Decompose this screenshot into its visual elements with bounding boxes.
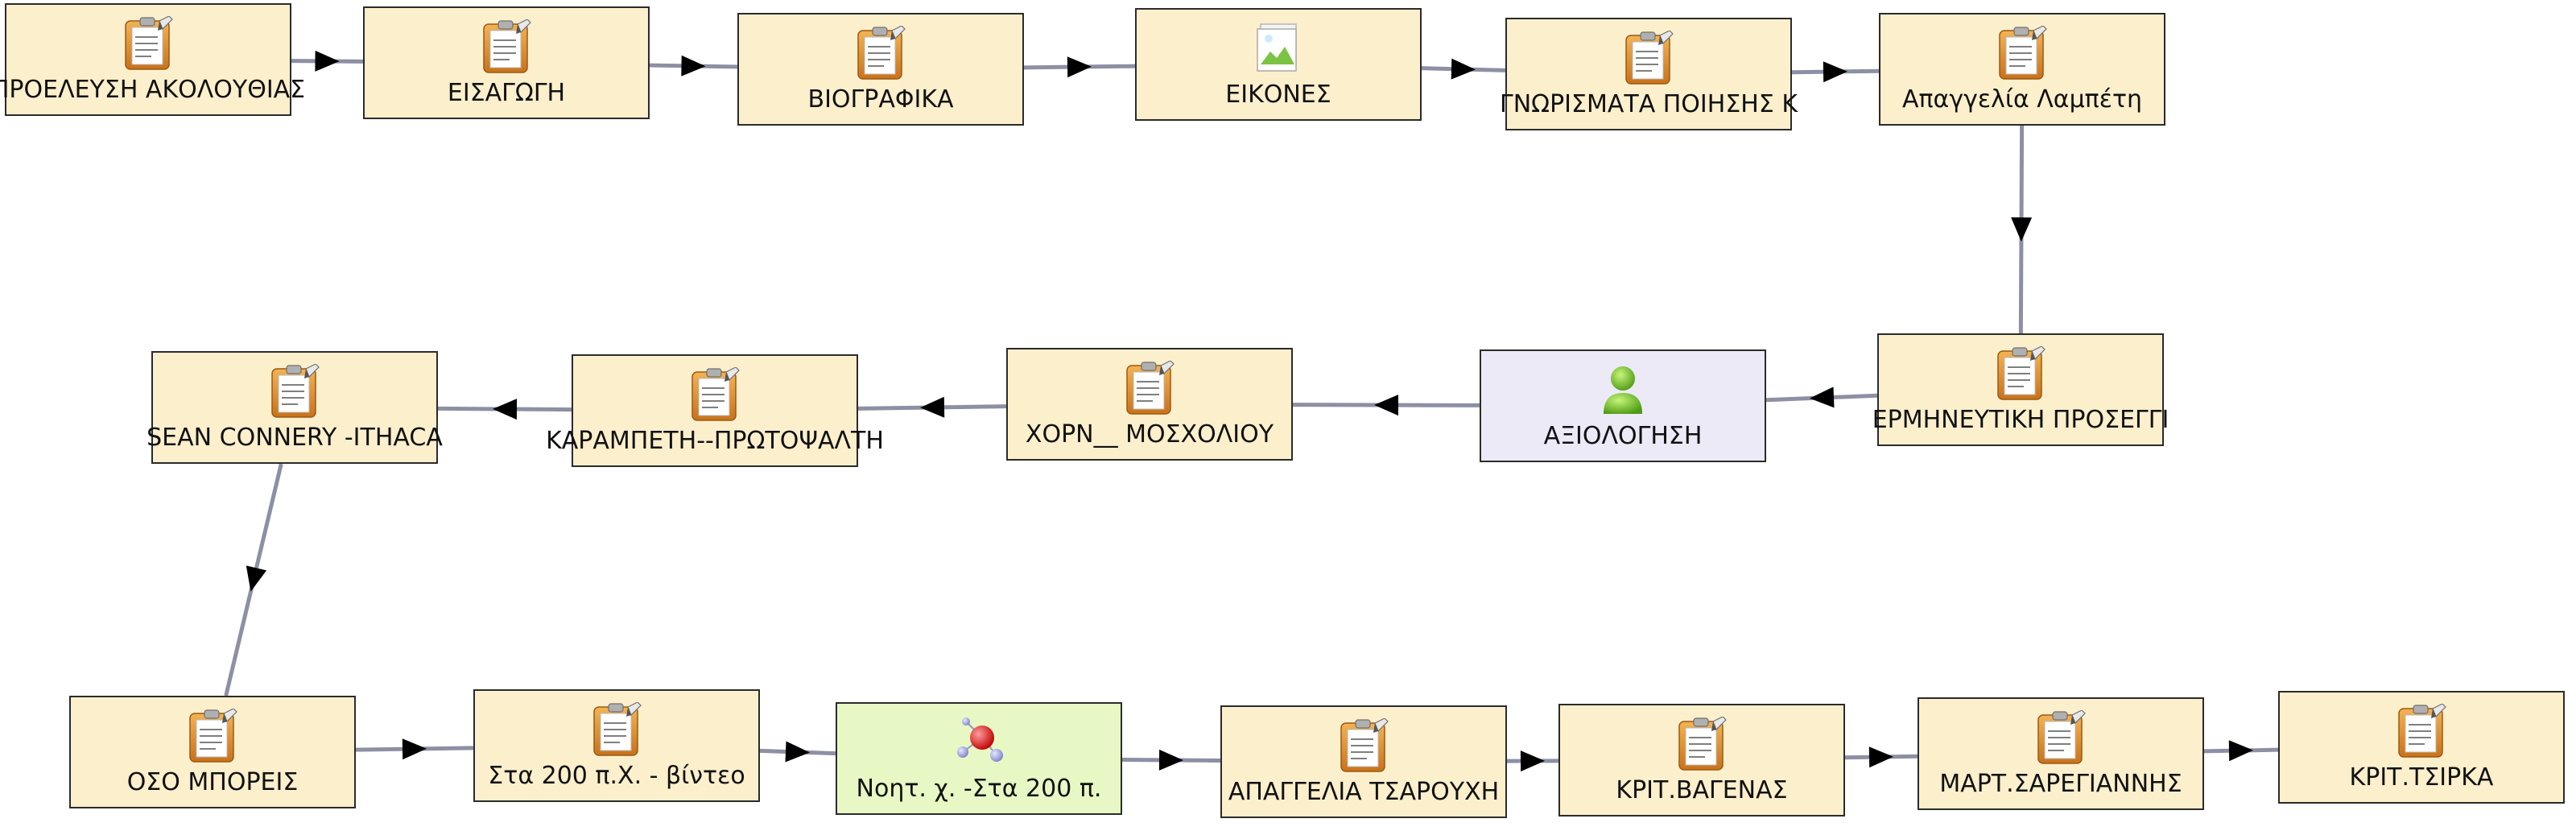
arrowhead	[402, 738, 427, 760]
notepad-icon	[855, 26, 906, 81]
arrowhead	[2011, 217, 2033, 242]
node-sean-connery-ithaca[interactable]: SEAN CONNERY -ITHACA	[147, 351, 443, 464]
edge-n13-n14	[759, 748, 836, 756]
node-label: ΚΡΙΤ.ΒΑΓΕΝΑΣ	[1616, 776, 1788, 804]
node-label: ΕΙΚΟΝΕΣ	[1225, 81, 1331, 109]
notepad-icon	[1124, 361, 1175, 416]
node-apaggelia-tsarouxi[interactable]: ΑΠΑΓΓΕΛΙΑ ΤΣΑΡΟΥΧΗ	[1220, 705, 1507, 818]
node-oso-mporeis[interactable]: ΟΣΟ ΜΠΟΡΕΙΣ	[69, 696, 356, 808]
node-krit-vagenas[interactable]: ΚΡΙΤ.ΒΑΓΕΝΑΣ	[1558, 704, 1845, 817]
notepad-icon	[2396, 704, 2447, 759]
arrowhead	[2228, 740, 2253, 762]
node-label: ΜΑΡΤ.ΣΑΡΕΓΙΑΝΝΗΣ	[1939, 770, 2182, 798]
image-icon	[1253, 21, 1304, 76]
node-label: ΓΝΩΡΙΣΜΑΤΑ ΠΟΙΗΣΗΣ Κ	[1499, 90, 1798, 118]
arrowhead	[1067, 56, 1092, 78]
node-label: Απαγγελία Λαμπέτη	[1901, 85, 2143, 114]
notepad-icon	[591, 702, 642, 757]
edge-n7-n8	[1765, 393, 1878, 403]
edge-n8-n9	[1292, 403, 1480, 407]
node-sta-200-video[interactable]: Στα 200 π.Χ. - βίντεο	[473, 689, 760, 802]
notepad-icon	[1996, 26, 2048, 81]
node-viografika[interactable]: ΒΙΟΓΡΑΦΙΚΑ	[737, 13, 1024, 126]
edge-n10-n11	[437, 406, 572, 412]
node-proeleusi-akolouthias[interactable]: ΠΡΟΕΛΕΥΣΗ ΑΚΟΛΟΥΘΙΑΣ	[0, 3, 305, 116]
arrowhead	[785, 741, 810, 763]
arrowhead	[1520, 750, 1545, 772]
notepad-icon	[1676, 717, 1728, 771]
node-label: ΒΙΟΓΡΑΦΙΚΑ	[807, 85, 954, 114]
arrowhead	[1868, 746, 1893, 768]
node-label: ΚΡΙΤ.ΤΣΙΡΚΑ	[2349, 763, 2494, 792]
edge-n16-n17	[1844, 754, 1918, 760]
notepad-icon	[1995, 346, 2046, 401]
edge-n3-n4	[1023, 64, 1136, 70]
node-karampeti-protopsalti[interactable]: ΚΑΡΑΜΠΕΤΗ--ΠΡΩΤΟΨΑΛΤΗ	[546, 354, 884, 467]
notepad-icon	[689, 367, 741, 422]
node-label: ΧΟΡΝ__ ΜΟΣΧΟΛΙΟΥ	[1025, 420, 1274, 449]
node-label: ΕΡΜΗΝΕΥΤΙΚΗ ΠΡΟΣΕΓΓΙ	[1872, 406, 2169, 434]
arrowhead	[1451, 58, 1476, 80]
arrowhead	[315, 50, 340, 72]
edge-n14-n15	[1121, 757, 1221, 763]
arrowhead	[1374, 395, 1398, 416]
edge-n4-n5	[1421, 66, 1506, 72]
node-label: Στα 200 π.Χ. - βίντεο	[488, 762, 745, 790]
node-krit-tsirka[interactable]: ΚΡΙΤ.ΤΣΙΡΚΑ	[2278, 691, 2565, 804]
notepad-icon	[481, 19, 532, 74]
node-label: Νοητ. χ. -Στα 200 π.	[856, 775, 1102, 803]
arrowhead	[1810, 387, 1835, 408]
node-label: SEAN CONNERY -ITHACA	[147, 424, 443, 452]
node-label: ΑΠΑΓΓΕΛΙΑ ΤΣΑΡΟΥΧΗ	[1228, 778, 1500, 806]
notepad-icon	[269, 364, 320, 419]
node-xorn-mosxoliou[interactable]: ΧΟΡΝ__ ΜΟΣΧΟΛΙΟΥ	[1006, 348, 1293, 461]
edge-n5-n6	[1791, 68, 1880, 75]
edge-n17-n18	[2203, 747, 2279, 754]
node-mart-saregiannis[interactable]: ΜΑΡΤ.ΣΑΡΕΓΙΑΝΝΗΣ	[1918, 697, 2204, 810]
edge-n11-n12	[224, 463, 283, 697]
node-eisagogi[interactable]: ΕΙΣΑΓΩΓΗ	[363, 6, 650, 119]
node-ermineutiki-prosegisi[interactable]: ΕΡΜΗΝΕΥΤΙΚΗ ΠΡΟΣΕΓΓΙ	[1872, 333, 2169, 446]
arrowhead	[1158, 749, 1183, 771]
node-eikones[interactable]: ΕΙΚΟΝΕΣ	[1135, 8, 1422, 121]
arrowhead	[681, 55, 706, 76]
node-noit-xartis-sta-200[interactable]: Νοητ. χ. -Στα 200 π.	[836, 702, 1122, 815]
arrowhead	[246, 565, 267, 592]
node-label: ΠΡΟΕΛΕΥΣΗ ΑΚΟΛΟΥΘΙΑΣ	[0, 76, 306, 104]
notepad-icon	[1338, 718, 1389, 773]
edge-n12-n13	[355, 746, 474, 752]
node-label: ΕΙΣΑΓΩΓΗ	[447, 79, 566, 107]
edge-n9-n10	[857, 404, 1007, 411]
concept-map-icon	[953, 715, 1005, 770]
node-axiologisi[interactable]: ΑΞΙΟΛΟΓΗΣΗ	[1480, 349, 1766, 462]
edge-n1-n2	[291, 59, 364, 64]
notepad-icon	[1623, 31, 1674, 85]
notepad-icon	[122, 16, 174, 71]
node-apaggelia-lampeti[interactable]: Απαγγελία Λαμπέτη	[1879, 13, 2165, 126]
notepad-icon	[187, 709, 238, 763]
node-label: ΚΑΡΑΜΠΕΤΗ--ΠΡΩΤΟΨΑΛΤΗ	[546, 427, 884, 455]
arrowhead	[493, 399, 518, 420]
node-label: ΑΞΙΟΛΟΓΗΣΗ	[1543, 422, 1703, 450]
edge-n2-n3	[649, 63, 738, 69]
node-label: ΟΣΟ ΜΠΟΡΕΙΣ	[126, 768, 299, 796]
arrowhead	[920, 396, 945, 418]
arrowhead	[1823, 61, 1847, 83]
notepad-icon	[2035, 710, 2087, 765]
node-gnorismata-poiisis[interactable]: ΓΝΩΡΙΣΜΑΤΑ ΠΟΙΗΣΗΣ Κ	[1500, 18, 1798, 130]
user-icon	[1597, 362, 1649, 417]
